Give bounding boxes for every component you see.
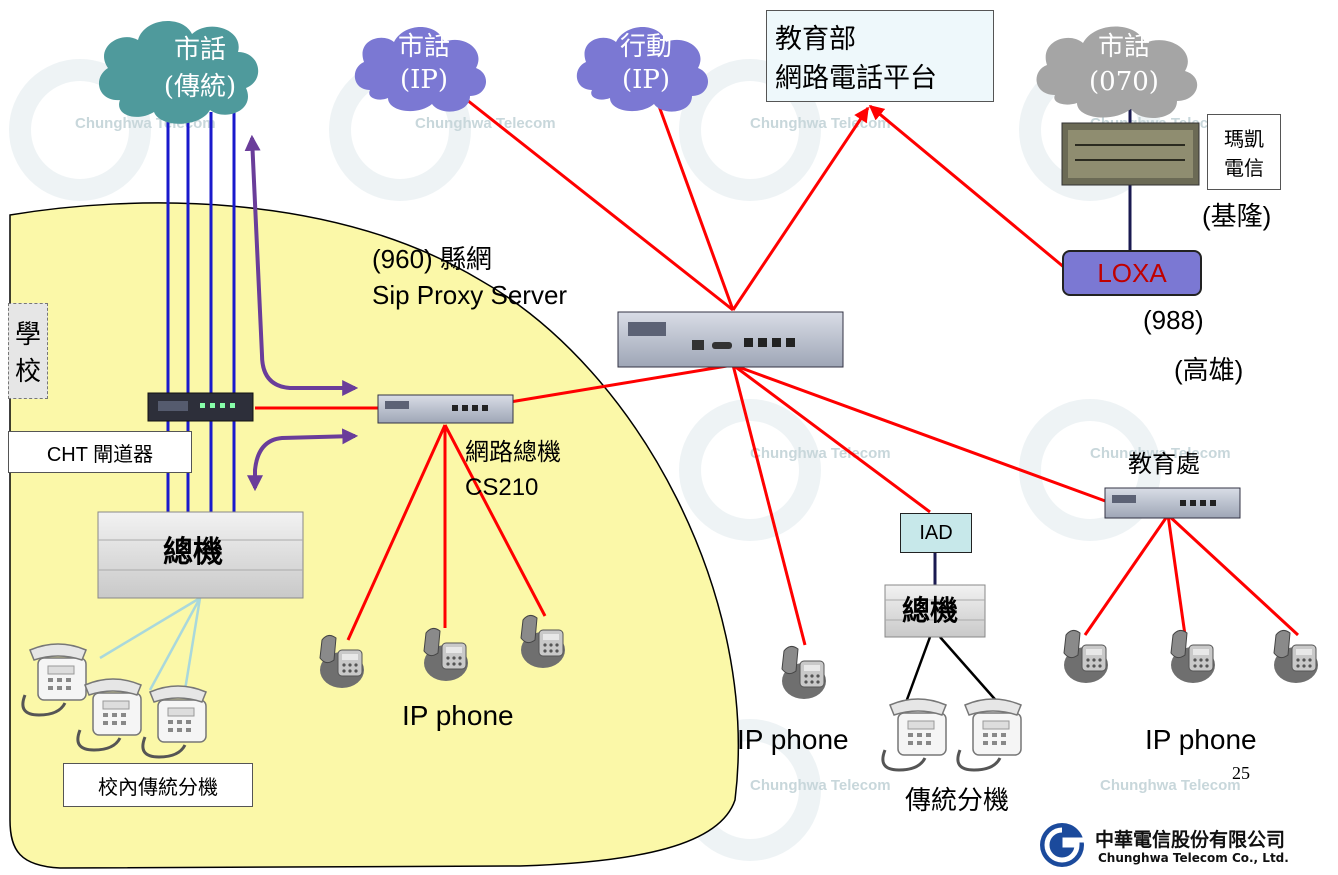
vendor-box: 瑪凱 電信 <box>1207 114 1281 190</box>
cloud-shape <box>1036 26 1198 119</box>
iad-box: IAD <box>900 513 972 553</box>
cloud-label-line2: (傳統) <box>164 72 236 102</box>
cs210-ip-pbx-device <box>377 394 514 424</box>
ip-phone-icon <box>1063 629 1109 684</box>
iad-label: IAD <box>919 521 953 544</box>
ip-phone-right-label: IP phone <box>1145 724 1257 755</box>
cht-gateway-device <box>147 392 254 422</box>
ip-pbx-label-line1: 網路總機 <box>465 438 561 466</box>
right-legacy-extension-label: 傳統分機 <box>905 786 1010 816</box>
right-pbx-label: 總機 <box>902 594 959 627</box>
page-number: 25 <box>1232 763 1250 783</box>
edu-office-device <box>1104 487 1241 519</box>
watermark-text: Chunghwa Telecom <box>750 115 891 132</box>
pstn-070-cloud: 市話 (070) <box>1036 26 1198 119</box>
platform-title-line2: 網路電話平台 <box>775 63 937 94</box>
cloud-label-line1: 市話 <box>1098 32 1150 62</box>
cloud-label-line1: 市話 <box>398 32 450 62</box>
edu-office-label: 教育處 <box>1128 450 1200 478</box>
watermark-text: Chunghwa Telecom <box>415 115 556 132</box>
school-label-box: 學 校 <box>8 303 48 399</box>
platform-title-line1: 教育部 <box>775 24 856 55</box>
company-name-zh: 中華電信股份有限公司 <box>1095 829 1286 851</box>
vendor-line1: 瑪凱 <box>1224 127 1264 151</box>
loxa-box: LOXA <box>1062 250 1202 296</box>
mobile-cloud: 行動 (IP) <box>576 27 709 112</box>
keelung-label: (基隆) <box>1202 201 1272 231</box>
cloud-shape <box>576 27 709 112</box>
school-legacy-extension-box: 校內傳統分機 <box>63 763 253 807</box>
voip-cloud: 市話 (IP) <box>354 27 487 112</box>
watermark-text: Chunghwa Telecom <box>1090 445 1231 462</box>
school-extension-lines <box>99 596 202 691</box>
ip-pbx-label-line2: CS210 <box>465 474 539 501</box>
chunghwa-logo-icon <box>1040 823 1085 867</box>
company-name-en: Chunghwa Telecom Co., Ltd. <box>1098 851 1289 865</box>
right-pbx-device <box>884 584 986 638</box>
ip-phone-icon <box>1170 629 1216 684</box>
legacy-lines <box>903 636 1001 706</box>
school-pbx-device <box>97 511 304 599</box>
loxa-label: LOXA <box>1097 257 1167 288</box>
cht-gateway-label-box: CHT 閘道器 <box>8 431 192 473</box>
kaohsiung-label: (高雄) <box>1174 355 1244 385</box>
school-label-line2: 校 <box>14 357 41 387</box>
background-watermark <box>9 59 1162 861</box>
sip-proxy-label: Sip Proxy Server <box>372 280 568 310</box>
purple-arrows <box>244 134 359 492</box>
ip-links <box>255 83 1300 646</box>
vendor-line2: 電信 <box>1224 156 1264 180</box>
moe-voip-platform-box: 教育部 網路電話平台 <box>766 10 994 102</box>
legacy-phone-icon <box>881 697 948 772</box>
watermark-text: Chunghwa Telecom <box>1100 777 1241 794</box>
watermark-text: Chunghwa Telecom <box>750 777 891 794</box>
cloud-label-line1: 市話 <box>174 35 226 65</box>
ip-phone-icon <box>1273 629 1319 684</box>
cloud-label-line2: (IP) <box>622 65 670 95</box>
ip-phone-icon <box>781 645 827 700</box>
county-net-label: (960) 縣網 <box>372 244 492 274</box>
cht-gateway-label: CHT 閘道器 <box>46 443 154 466</box>
legacy-phone-icon <box>956 697 1023 772</box>
cloud-label-line2: (070) <box>1089 67 1159 97</box>
pstn-cloud: 市話 (傳統) <box>98 21 259 124</box>
school-pbx-label: 總機 <box>163 535 223 570</box>
code-988-label: (988) <box>1143 305 1204 335</box>
cloud-label-line1: 行動 <box>620 32 672 62</box>
watermark-text: Chunghwa Telecom <box>750 445 891 462</box>
cloud-shape <box>98 21 259 124</box>
cloud-label-line2: (IP) <box>400 65 448 95</box>
sip-proxy-server-device <box>617 311 844 368</box>
makai-telecom-device <box>1061 122 1200 186</box>
cloud-shape <box>354 27 487 112</box>
ip-phone-school-label: IP phone <box>402 700 514 731</box>
ip-phone-mid-label: IP phone <box>737 724 849 755</box>
school-legacy-extension-label: 校內傳統分機 <box>98 774 218 799</box>
school-label-line1: 學 <box>14 320 41 350</box>
